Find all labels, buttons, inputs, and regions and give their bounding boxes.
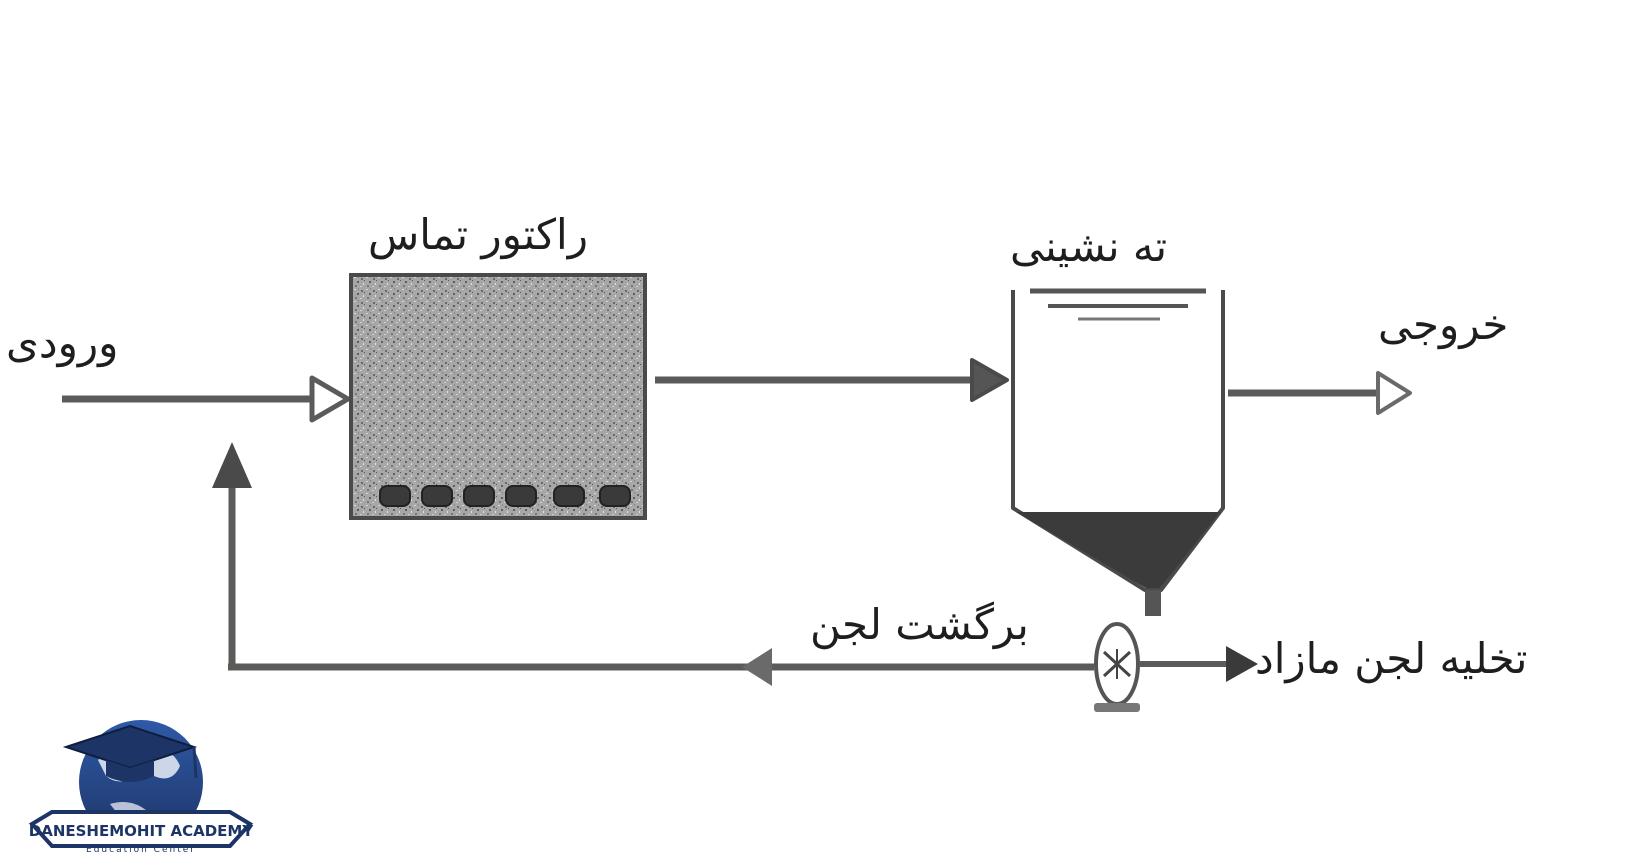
sludge-return-label: برگشت لجن bbox=[810, 600, 1029, 649]
excess-sludge-label: تخلیه لجن مازاد bbox=[1255, 634, 1528, 683]
reactor-diffusers bbox=[379, 485, 631, 507]
reactor-to-settler-pipe bbox=[655, 358, 1009, 402]
excess-sludge-pipe bbox=[1140, 646, 1258, 682]
return-sludge-pipe bbox=[212, 442, 1094, 686]
inlet-pipe bbox=[62, 375, 351, 423]
logo-name: DANESHEMOHIT ACADEMY bbox=[29, 822, 255, 840]
return-sludge-midarrow bbox=[742, 648, 772, 686]
outlet-arrowhead bbox=[1376, 371, 1412, 415]
reactor-to-settler-arrowhead bbox=[970, 358, 1009, 402]
logo-banner bbox=[28, 810, 254, 848]
settler-label: ته نشینی bbox=[1010, 222, 1168, 271]
excess-sludge-arrowhead bbox=[1226, 646, 1258, 682]
inlet-arrowhead bbox=[309, 375, 351, 423]
settler-tank bbox=[1011, 288, 1225, 616]
inlet-label: ورودی bbox=[6, 318, 119, 367]
sludge-pump bbox=[1094, 622, 1140, 712]
return-sludge-uparrow bbox=[212, 442, 252, 488]
logo-tagline: Education Center bbox=[86, 845, 196, 855]
contact-reactor-tank bbox=[349, 273, 647, 520]
academy-logo: DANESHEMOHIT ACADEMY Education Center bbox=[28, 720, 255, 855]
outlet-label: خروجی bbox=[1378, 300, 1509, 349]
reactor-label: راکتور تماس bbox=[368, 210, 588, 259]
outlet-pipe bbox=[1228, 371, 1412, 415]
settler-sludge-hopper bbox=[1016, 512, 1220, 588]
